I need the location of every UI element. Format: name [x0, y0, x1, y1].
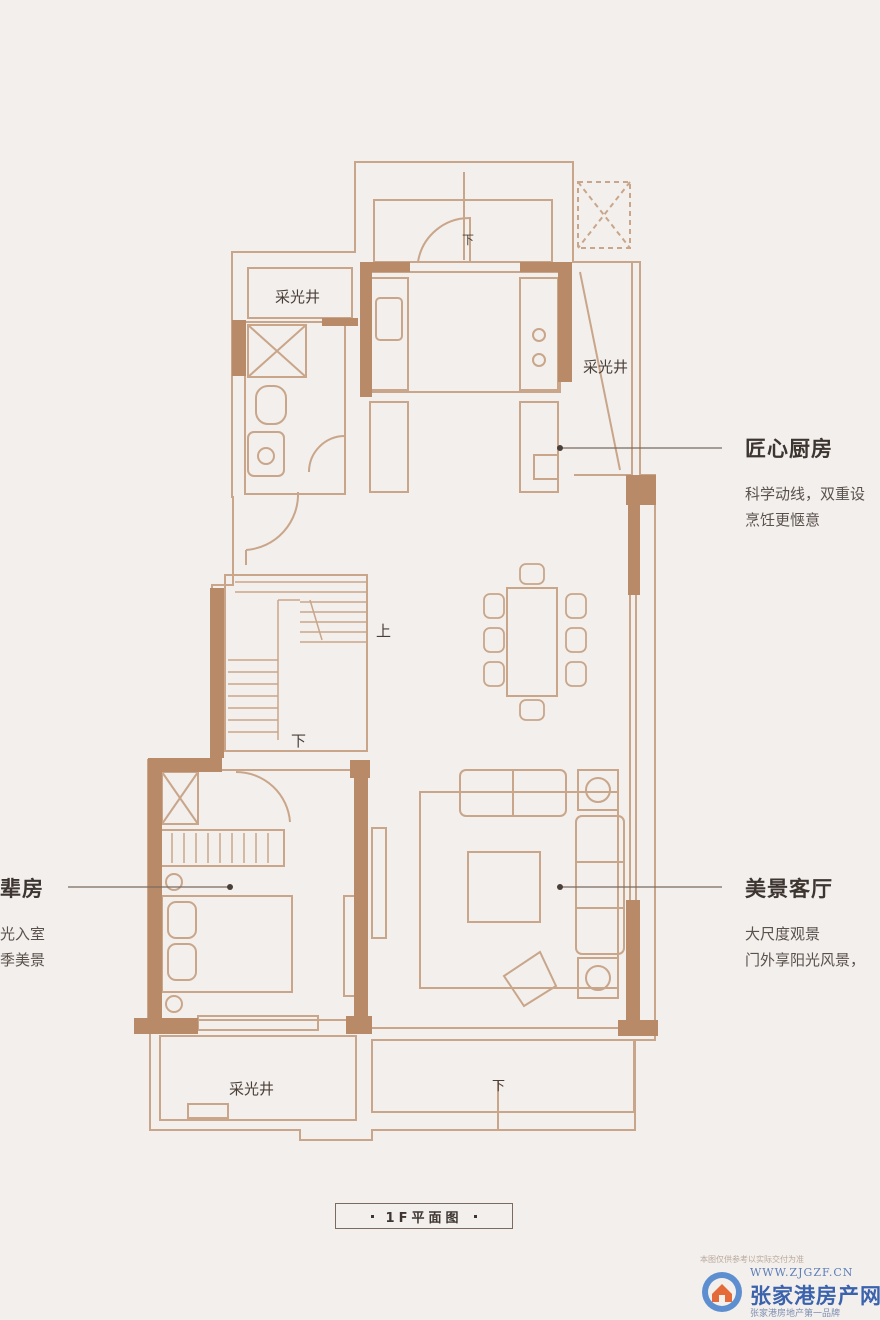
elder-room-desc-2: 季美景	[0, 951, 46, 969]
living-rug	[419, 791, 619, 989]
stove-counter	[519, 277, 559, 391]
living-desc-1: 大尺度观景	[745, 925, 821, 943]
living-desc-2: 门外享阳光风景，	[745, 951, 866, 969]
armchair	[502, 950, 558, 1008]
brand-watermark: WWW.ZJGZF.CN 张家港房产网 张家港房地产第一品牌	[700, 1262, 880, 1320]
elder-room-callout: 辈房 光入室 季美景	[0, 873, 45, 973]
bathroom	[244, 321, 346, 495]
kitchen-callout: 匠心厨房 科学动线，双重设 烹饪更惬意	[745, 433, 865, 533]
living-callout: 美景客厅 大尺度观景 门外享阳光风景，	[745, 873, 865, 973]
watermark-notice: 本图仅供参考以实际交付为准	[700, 1255, 804, 1264]
light-well-label-bottom: 采光井	[229, 1080, 274, 1098]
kitchen	[369, 271, 561, 393]
elder-room-desc-1: 光入室	[0, 925, 46, 943]
void-box	[577, 181, 631, 249]
kitchen-desc-2: 烹饪更惬意	[745, 511, 821, 529]
house-logo-icon	[702, 1272, 742, 1312]
tv-cabinet	[371, 827, 387, 939]
coffee-table	[467, 851, 541, 923]
terrace-down-label: 下	[492, 1079, 505, 1094]
closet	[159, 829, 285, 867]
sink-icon	[247, 431, 285, 477]
plan-caption: 1F平面图	[335, 1203, 513, 1229]
light-well-bottom	[159, 1035, 357, 1121]
toilet-icon	[255, 385, 287, 425]
kitchen-title: 匠心厨房	[745, 437, 833, 461]
light-well-right-outline	[572, 261, 633, 476]
brand-name: 张家港房产网	[750, 1284, 880, 1308]
dining-table	[506, 587, 558, 697]
sofa-right	[575, 815, 625, 955]
plan-caption-text: 1F平面图	[385, 1210, 463, 1226]
staircase	[224, 574, 368, 752]
kitchen-desc-1: 科学动线，双重设	[745, 485, 866, 503]
stair-down-label: 下	[291, 732, 306, 750]
light-well-label-right: 采光井	[583, 358, 628, 376]
living-title: 美景客厅	[745, 877, 833, 901]
wall	[360, 262, 410, 272]
brand-url: WWW.ZJGZF.CN	[750, 1266, 854, 1279]
terrace	[371, 1039, 635, 1113]
brand-slogan: 张家港房地产第一品牌	[750, 1309, 841, 1319]
elder-room-title: 辈房	[0, 877, 44, 901]
stair-up-label: 上	[376, 622, 391, 640]
entry-down-label: 下	[462, 233, 474, 247]
light-well-topleft	[247, 267, 353, 319]
light-well-label-topleft: 采光井	[275, 288, 320, 306]
shower	[247, 324, 307, 378]
